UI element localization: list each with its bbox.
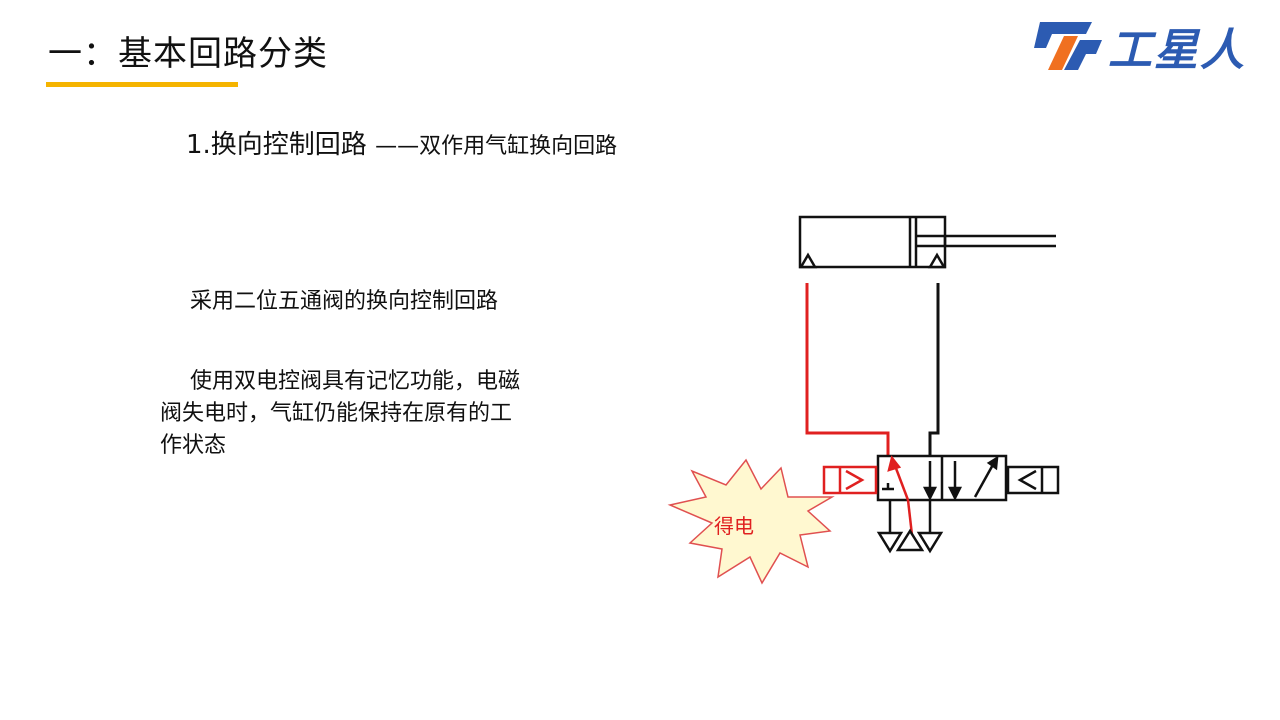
title-underline: [46, 82, 238, 87]
energized-burst: 得电: [667, 458, 835, 585]
paragraph-2-text: 使用双电控阀具有记忆功能，电磁阀失电时，气缸仍能保持在原有的工作状态: [160, 369, 521, 458]
solenoid-valve-5-2: [876, 454, 1008, 502]
section-heading: 1.换向控制回路 ——双作用气缸换向回路: [186, 124, 617, 161]
heading-main: 1.换向控制回路: [186, 130, 367, 160]
burst-label: 得电: [714, 514, 754, 538]
air-lines: [805, 283, 940, 463]
right-solenoid: [1006, 465, 1060, 495]
active-supply-line: [805, 283, 890, 463]
exhaust-line: [928, 283, 940, 463]
port-symbols: [876, 500, 944, 554]
logo-mark-icon: [1034, 22, 1102, 70]
description-paragraph-1: 采用二位五通阀的换向控制回路: [160, 286, 530, 318]
company-logo: [1034, 22, 1102, 70]
slide-title: 一：基本回路分类: [48, 34, 328, 74]
logo-text: 工星人: [1108, 25, 1246, 76]
double-acting-cylinder: [798, 215, 1056, 269]
pneumatic-circuit-diagram: 得电: [667, 215, 1060, 585]
paragraph-1-text: 采用二位五通阀的换向控制回路: [190, 289, 499, 314]
cylinder-body: [798, 215, 947, 269]
description-paragraph-2: 使用双电控阀具有记忆功能，电磁阀失电时，气缸仍能保持在原有的工作状态: [160, 366, 530, 462]
heading-sub: ——双作用气缸换向回路: [375, 134, 618, 159]
active-flow-path: [887, 455, 914, 536]
left-solenoid: [822, 465, 878, 495]
